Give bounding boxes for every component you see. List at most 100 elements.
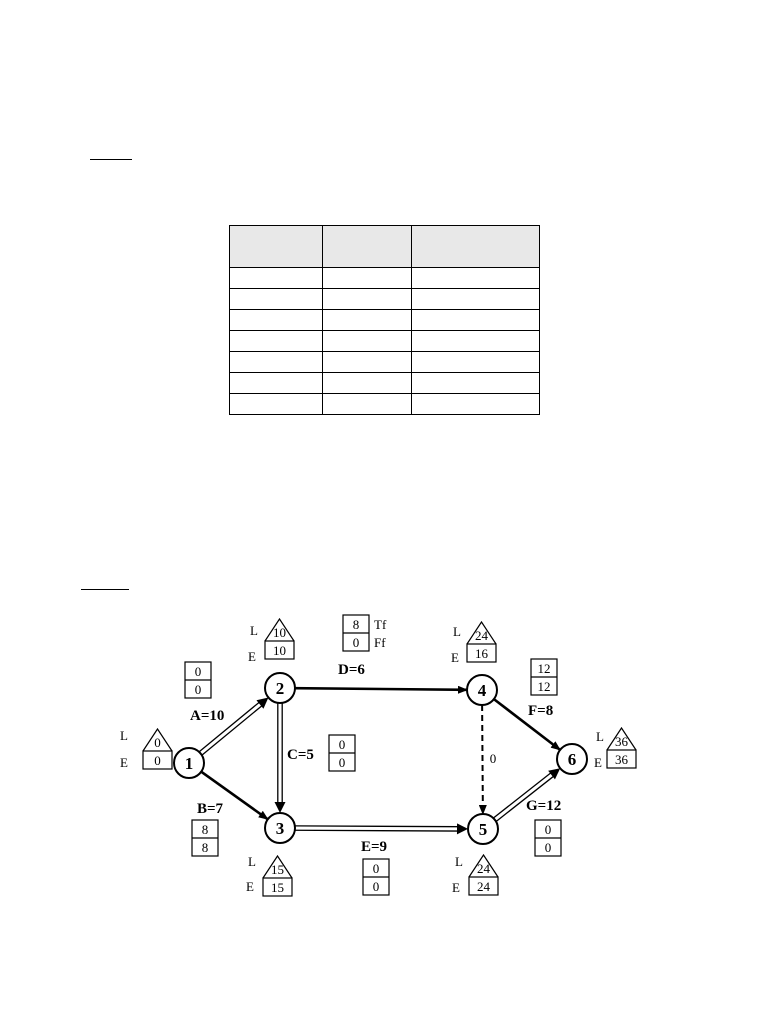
activity-label-c: C=5	[287, 747, 314, 763]
node-label: 4	[478, 681, 487, 700]
late-roof	[468, 853, 499, 878]
table-cell	[229, 288, 323, 310]
late-letter: L	[250, 623, 258, 638]
arrow-head	[256, 697, 269, 709]
early-letter: E	[594, 755, 602, 770]
table-cell	[411, 288, 540, 310]
arrow-rail	[493, 771, 553, 819]
dummy-label: 0	[490, 751, 497, 766]
table-row	[229, 288, 540, 310]
node-4	[466, 674, 498, 706]
blank-table	[229, 225, 540, 415]
early-box	[466, 643, 497, 663]
float-box-g: 00	[534, 819, 562, 857]
free-float-value: 0	[353, 635, 360, 650]
arrow-head	[274, 802, 286, 813]
late-time-value: 10	[273, 625, 286, 640]
float-box-a: 00	[184, 661, 212, 699]
arrow-rail	[294, 829, 459, 832]
late-roof	[262, 854, 293, 879]
free-float-legend: Ff	[374, 635, 386, 650]
heading-underline-1	[90, 159, 132, 160]
table-row	[229, 372, 540, 394]
activity-arrow-b	[200, 770, 269, 821]
table-header-cell	[322, 225, 412, 268]
late-time-value: 36	[615, 734, 629, 749]
activity-arrow-c	[274, 703, 286, 813]
early-time-value: 15	[271, 880, 284, 895]
early-time-value: 36	[615, 752, 629, 767]
heading-underline-2	[81, 589, 129, 590]
activity-label-f: F=8	[528, 703, 553, 719]
table-cell	[322, 267, 412, 289]
table-cell	[322, 330, 412, 352]
arrow-rail	[295, 825, 460, 828]
node-2	[264, 672, 296, 704]
activity-label-e: E=9	[361, 839, 387, 855]
early-letter: E	[246, 879, 254, 894]
free-float-value: 8	[202, 840, 209, 855]
late-time-value: 24	[475, 628, 489, 643]
node-label: 2	[276, 679, 285, 698]
table-row	[229, 351, 540, 373]
late-letter: L	[248, 854, 256, 869]
total-float-value: 8	[353, 617, 360, 632]
node-3	[264, 812, 296, 844]
table-cell	[322, 372, 412, 394]
early-time-value: 0	[154, 753, 161, 768]
table-cell	[322, 309, 412, 331]
late-roof	[466, 620, 497, 645]
late-time-value: 24	[477, 861, 491, 876]
arrow-rail	[198, 701, 261, 753]
node-1	[173, 747, 205, 779]
early-box	[264, 640, 295, 660]
free-float-value: 0	[195, 682, 202, 697]
total-float-value: 0	[195, 664, 202, 679]
table-row	[229, 309, 540, 331]
early-time-value: 24	[477, 879, 491, 894]
activity-arrow-e	[294, 823, 469, 835]
total-float-value: 0	[373, 861, 380, 876]
table-cell	[322, 351, 412, 373]
early-letter: E	[120, 755, 128, 770]
table-cell	[229, 309, 323, 331]
activity-label-b: B=7	[197, 801, 224, 817]
float-box-e: 00	[362, 858, 390, 896]
dummy-arrow	[478, 704, 487, 816]
dummy-shaft	[478, 704, 487, 816]
table-row	[229, 267, 540, 289]
arrow-head	[456, 823, 469, 835]
table-cell	[229, 267, 323, 289]
early-letter: E	[452, 880, 460, 895]
activity-arrow-d	[294, 685, 469, 694]
activity-label-a: A=10	[190, 708, 224, 724]
table-cell	[411, 267, 540, 289]
late-roof	[142, 727, 173, 752]
total-float-value: 12	[538, 661, 551, 676]
node-label: 3	[276, 819, 285, 838]
late-time-value: 0	[154, 735, 161, 750]
free-float-value: 0	[373, 879, 380, 894]
free-float-value: 0	[545, 840, 552, 855]
node-5	[467, 813, 499, 845]
table-cell	[411, 351, 540, 373]
total-float-legend: Tf	[374, 617, 387, 632]
node-label: 5	[479, 820, 488, 839]
table-row	[229, 330, 540, 352]
activity-arrow-g	[493, 768, 561, 822]
early-time-value: 10	[273, 643, 286, 658]
total-float-value: 0	[545, 822, 552, 837]
late-letter: L	[120, 728, 128, 743]
activity-label-d: D=6	[338, 662, 365, 678]
total-float-value: 0	[339, 737, 346, 752]
table-cell	[229, 351, 323, 373]
table-header-row	[229, 225, 540, 268]
early-box	[468, 876, 499, 896]
